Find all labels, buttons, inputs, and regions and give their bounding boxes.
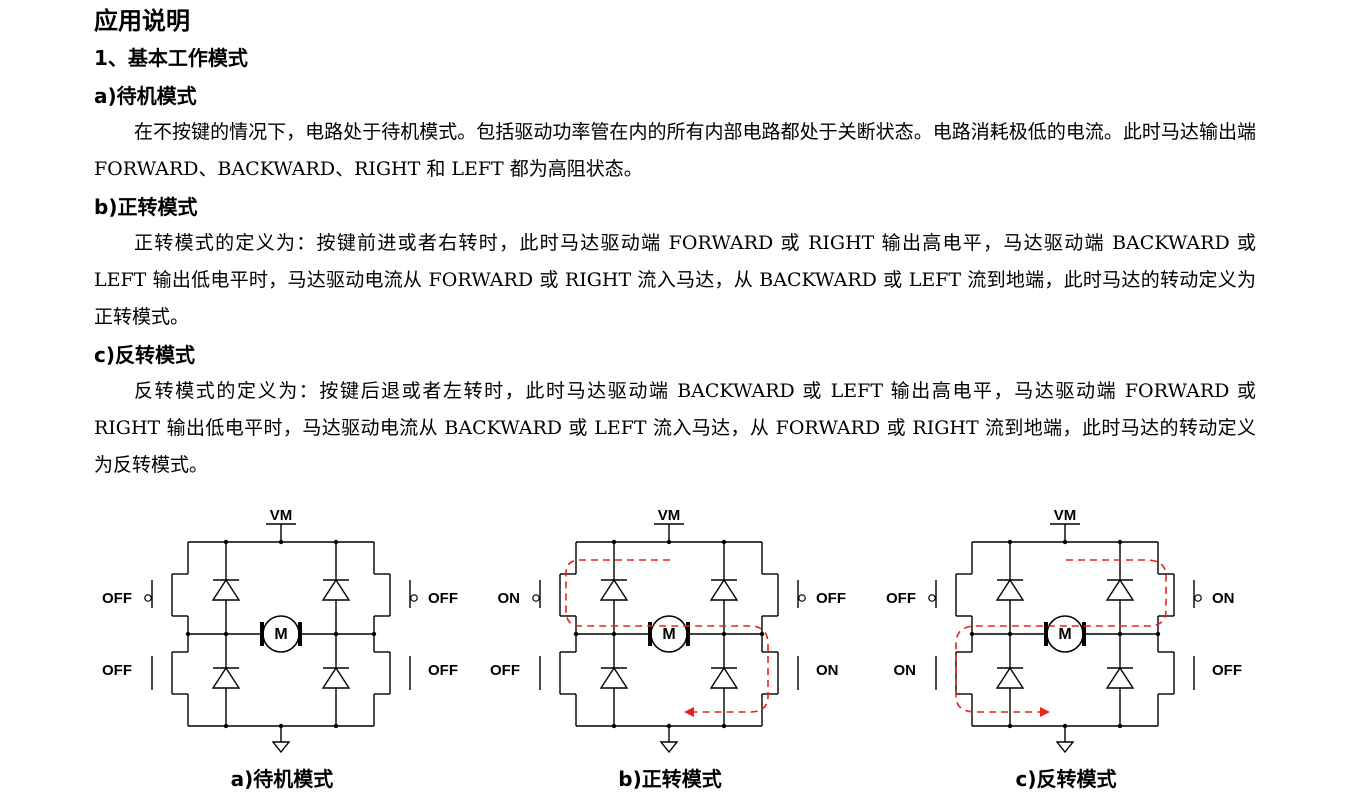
- junction-dot: [278, 723, 284, 729]
- junction-dot: [333, 539, 339, 545]
- vm-label: VM: [658, 507, 681, 524]
- junction-dot: [611, 539, 617, 545]
- switch-top-left-label: OFF: [886, 590, 916, 607]
- mode-c-text: 反转模式的定义为：按键后退或者左转时，此时马达驱动端 BACKWARD 或 LE…: [94, 380, 1256, 476]
- vm-label: VM: [270, 507, 293, 524]
- switch-bottom-left-label: OFF: [490, 662, 520, 679]
- diode: [709, 666, 739, 689]
- current-path-forward: [565, 559, 769, 713]
- current-arrow: [684, 707, 694, 717]
- switch-top-right-label: OFF: [816, 590, 846, 607]
- junction-dot: [278, 539, 284, 545]
- junction-dot: [721, 539, 727, 545]
- junction-dot: [666, 723, 672, 729]
- mode-b-paragraph: 正转模式的定义为：按键前进或者右转时，此时马达驱动端 FORWARD 或 RIG…: [94, 225, 1256, 336]
- current-arrow: [1040, 707, 1050, 717]
- switch-contact: [532, 594, 540, 602]
- switch-bottom-right-label: OFF: [1212, 662, 1242, 679]
- motor-label: M: [662, 626, 675, 643]
- diode: [321, 578, 351, 601]
- ground-symbol: [1055, 741, 1075, 754]
- h-bridge-circuit: [144, 523, 418, 754]
- switch-contact: [928, 594, 936, 602]
- junction-dot: [666, 539, 672, 545]
- switch-bottom-right-label: ON: [816, 662, 839, 679]
- diode: [211, 666, 241, 689]
- diagram-reverse: VM OFF ON ON OFF M: [876, 500, 1256, 760]
- doc-title: 应用说明: [94, 7, 190, 35]
- h-bridge-circuit: [532, 523, 806, 754]
- switch-contact: [410, 594, 418, 602]
- motor-brush: [1082, 622, 1086, 646]
- motor-label: M: [274, 626, 287, 643]
- junction-dot: [721, 723, 727, 729]
- vm-label: VM: [1054, 507, 1077, 524]
- diode: [321, 666, 351, 689]
- motor-brush: [298, 622, 302, 646]
- h-bridge-circuit: [928, 523, 1202, 754]
- diode: [709, 578, 739, 601]
- motor-brush: [648, 622, 652, 646]
- mode-a-text: 在不按键的情况下，电路处于待机模式。包括驱动功率管在内的所有内部电路都处于关断状…: [94, 121, 1256, 180]
- switch-bottom-right-label: OFF: [428, 662, 458, 679]
- switch-top-right-label: OFF: [428, 590, 458, 607]
- diode: [599, 578, 629, 601]
- switch-contact: [1194, 594, 1202, 602]
- junction-dot: [1062, 539, 1068, 545]
- junction-dot: [223, 723, 229, 729]
- motor-brush: [1044, 622, 1048, 646]
- motor-label: M: [1058, 626, 1071, 643]
- ground-symbol: [659, 741, 679, 754]
- motor-brush: [260, 622, 264, 646]
- current-path-reverse: [955, 559, 1167, 713]
- mode-c-heading: c)反转模式: [94, 343, 195, 367]
- diode: [211, 578, 241, 601]
- junction-dot: [1117, 539, 1123, 545]
- caption-forward: b)正转模式: [618, 767, 722, 791]
- caption-reverse: c)反转模式: [1015, 767, 1117, 791]
- junction-dot: [1007, 539, 1013, 545]
- switch-bottom-left-label: ON: [894, 662, 917, 679]
- switch-top-right-label: ON: [1212, 590, 1235, 607]
- h-bridge-svg: VM ON OFF OFF ON M: [490, 507, 846, 754]
- junction-dot: [1117, 723, 1123, 729]
- caption-standby: a)待机模式: [230, 767, 334, 791]
- diode: [995, 666, 1025, 689]
- switch-contact: [144, 594, 152, 602]
- junction-dot: [223, 539, 229, 545]
- h-bridge-svg: VM OFF OFF OFF OFF M: [102, 507, 458, 754]
- junction-dot: [1007, 723, 1013, 729]
- mode-a-heading: a)待机模式: [94, 84, 197, 108]
- switch-top-left-label: ON: [498, 590, 521, 607]
- junction-dot: [611, 723, 617, 729]
- section-heading: 1、基本工作模式: [94, 46, 248, 70]
- diode: [599, 666, 629, 689]
- motor-brush: [686, 622, 690, 646]
- current-path: [565, 559, 769, 717]
- mode-b-text: 正转模式的定义为：按键前进或者右转时，此时马达驱动端 FORWARD 或 RIG…: [94, 232, 1256, 328]
- h-bridge-svg: VM OFF ON ON OFF M: [886, 507, 1242, 754]
- switch-bottom-left-label: OFF: [102, 662, 132, 679]
- junction-dot: [333, 723, 339, 729]
- switch-top-left-label: OFF: [102, 590, 132, 607]
- ground-symbol: [271, 741, 291, 754]
- mode-c-paragraph: 反转模式的定义为：按键后退或者左转时，此时马达驱动端 BACKWARD 或 LE…: [94, 373, 1256, 484]
- diode: [1105, 578, 1135, 601]
- diagram-forward: VM ON OFF OFF ON M: [480, 500, 860, 760]
- junction-dot: [1062, 723, 1068, 729]
- mode-b-heading: b)正转模式: [94, 195, 198, 219]
- switch-contact: [798, 594, 806, 602]
- current-path: [955, 559, 1167, 717]
- diode: [1105, 666, 1135, 689]
- diagram-standby: VM OFF OFF OFF OFF M: [92, 500, 472, 760]
- diode: [995, 578, 1025, 601]
- mode-a-paragraph: 在不按键的情况下，电路处于待机模式。包括驱动功率管在内的所有内部电路都处于关断状…: [94, 114, 1256, 188]
